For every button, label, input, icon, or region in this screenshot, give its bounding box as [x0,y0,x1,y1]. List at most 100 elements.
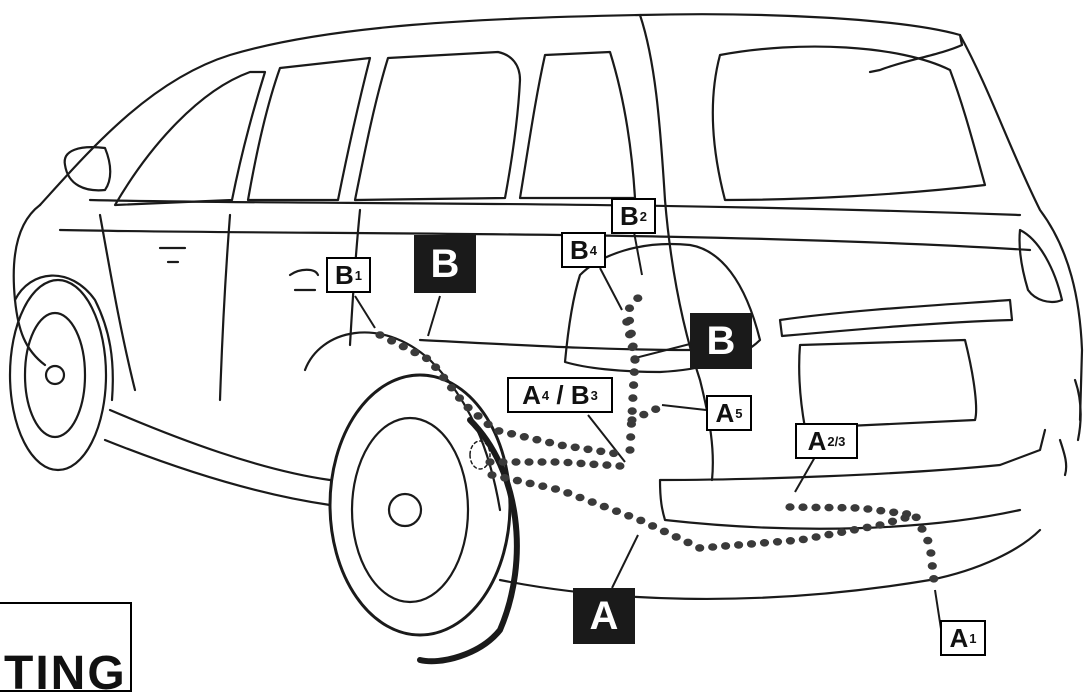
route-a23-dot [902,510,912,518]
label-b1-sub: 1 [354,267,362,283]
door-handle-front [158,246,187,264]
route-a-dot [624,512,634,520]
route-a-dot [550,485,561,493]
route-b-riser-dot [625,446,635,454]
corner-heading-text: TING [4,647,127,692]
plate-recess [798,338,978,430]
suv-rear-illustration [8,13,1084,665]
route-b-riser-dot [627,407,637,415]
route-a-dot [734,541,744,549]
route-a-dot [824,530,834,539]
route-b-dot [398,342,408,351]
route-a-dot [721,542,731,550]
route-a-dot [575,493,585,502]
rear-upper [638,13,1084,422]
callout-b-upper: B [414,235,476,293]
route-a-dot [811,533,821,541]
route-b-riser-dot [629,368,639,376]
corner-heading-box: TING [0,602,132,692]
callout-b-right: B [690,313,752,369]
side-mirror [63,146,112,192]
side-skirt-lower [103,438,332,507]
callout-a-bottom: A [573,588,635,644]
route-a23-dot [785,503,795,511]
front-tire [8,278,108,472]
label-a4-letter: A [522,380,541,410]
route-b-dot [431,363,441,372]
route-a-dot [772,538,783,546]
route-a-dot [659,527,670,536]
route-b-riser-dot [629,381,639,389]
route-a-dot [849,526,860,534]
route-a-dot [923,536,933,545]
label-a4-sub: 4 [541,387,550,403]
label-a2-3-sub: 2/3 [827,433,846,449]
route-a-dot [927,562,937,570]
front-wheel-arch [13,274,114,402]
route-b-dot [439,373,449,382]
route-a-dot [837,528,847,536]
route-a-dot [875,521,885,529]
route-a23-dot [876,506,886,515]
fuel-cap [469,440,491,470]
route-a5-branch-dot [639,410,649,419]
label-separator: / [549,380,571,410]
route-b-dot [387,337,397,345]
rear-bumper [658,428,1047,530]
belt-line [88,198,1022,217]
label-a5-letter: A [715,398,735,428]
route-b-dot [570,443,580,452]
label-b3-sub: 3 [590,387,598,403]
side-window-middle [246,56,372,202]
route-a23-dot [824,503,834,512]
door-handle-rear [288,268,320,292]
label-b1-letter: B [334,260,354,290]
route-b-dot [507,430,517,438]
route-upper-a-dot [524,458,534,466]
route-upper-a-dot [589,460,599,469]
route-b-riser-dot [624,304,635,313]
rear-hub [387,492,423,528]
route-b-dot [583,445,593,454]
route-a-dot [525,479,535,488]
route-a-dot [929,575,939,583]
route-a-dot [683,538,693,547]
route-a-dot [538,482,548,491]
route-upper-a-dot [576,459,586,468]
route-b-dot [483,420,493,429]
leader-lines [354,231,946,656]
wiring-harness-dots [375,294,939,583]
route-b-dot [375,331,385,339]
route-a23-dot [837,503,847,512]
route-b4-branch-dot [630,356,640,364]
route-a5-branch-dot [627,416,637,424]
route-upper-a-dot [615,462,625,470]
route-b-dot [454,394,465,402]
label-b4-letter: B [569,235,589,265]
route-a-dot [759,539,770,547]
label-a1-letter: A [949,623,969,653]
front-door [98,213,232,402]
route-b-dot [494,427,504,435]
route-a-dot [917,525,927,533]
route-b-dot [519,433,529,441]
route-a-dot [785,537,796,545]
route-a-dot [926,549,936,557]
route-b4-branch-dot [625,330,635,339]
side-skirt [108,408,332,482]
route-b-dot [421,354,432,363]
tailgate-outline [663,198,714,482]
route-b-dot [410,348,420,357]
front-hub [44,364,66,386]
route-b4-branch-dot [622,318,632,326]
label-a5-sub: 5 [735,405,743,421]
tailgate-bar [778,298,1014,338]
rear-window [711,45,987,202]
route-a-dot [636,516,646,525]
route-a-dot [563,489,573,497]
route-b-dot [609,449,619,458]
